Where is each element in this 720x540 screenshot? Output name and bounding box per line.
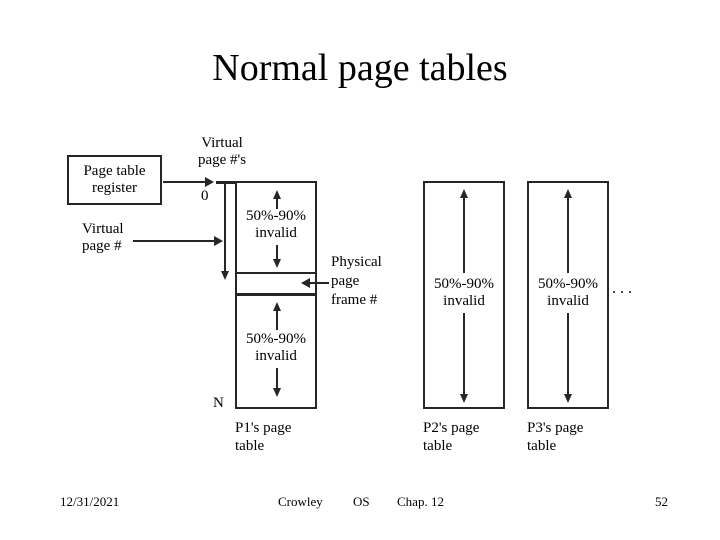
ellipsis-label: . . . bbox=[612, 280, 632, 297]
offset-arrow-head-icon bbox=[221, 271, 229, 280]
p2-down-arrow-shaft bbox=[463, 313, 465, 395]
page-table-register-label: Page table register bbox=[83, 163, 146, 196]
register-arrow-shaft bbox=[163, 181, 206, 183]
footer-slide-number: 52 bbox=[655, 494, 668, 509]
footer-chapter: Chap. 12 bbox=[397, 494, 444, 509]
footer-author: Crowley bbox=[278, 494, 323, 509]
register-arrow-head-icon bbox=[205, 177, 214, 187]
p1-upper-down-arrow-shaft bbox=[276, 245, 278, 259]
virtual-page-arrow-head-icon bbox=[214, 236, 223, 246]
p2-up-arrow-shaft bbox=[463, 197, 465, 273]
footer-date: 12/31/2021 bbox=[60, 494, 120, 509]
p3-down-arrow-head-icon bbox=[564, 394, 572, 403]
footer-course: OS bbox=[353, 494, 370, 509]
virtual-page-numbers-label: Virtual page #'s bbox=[197, 135, 247, 168]
p3-up-arrow-head-icon bbox=[564, 189, 572, 198]
physical-frame-arrow-shaft bbox=[310, 282, 329, 284]
p1-row-bottom-line bbox=[237, 293, 315, 296]
p3-down-arrow-shaft bbox=[567, 313, 569, 395]
p3-invalid-label: 50%-90% invalid bbox=[538, 276, 598, 309]
p1-row-top-line bbox=[237, 272, 315, 274]
page-table-register-box: Page table register bbox=[67, 155, 162, 205]
p1-upper-down-arrow-head-icon bbox=[273, 259, 281, 268]
offset-arrow-shaft bbox=[224, 183, 226, 272]
index-zero-label: 0 bbox=[201, 188, 209, 204]
p2-up-arrow-head-icon bbox=[460, 189, 468, 198]
p1-upper-up-arrow-head-icon bbox=[273, 190, 281, 199]
p2-caption: P2's page table bbox=[423, 420, 480, 454]
physical-frame-arrow-head-icon bbox=[301, 278, 310, 288]
p2-page-table: 50%-90% invalid bbox=[423, 181, 505, 409]
p1-lower-down-arrow-shaft bbox=[276, 368, 278, 389]
p1-page-table: 50%-90% invalid 50%-90% invalid bbox=[235, 181, 317, 409]
p1-lower-up-arrow-shaft bbox=[276, 310, 278, 330]
p3-up-arrow-shaft bbox=[567, 197, 569, 273]
p1-lower-up-arrow-head-icon bbox=[273, 302, 281, 311]
p1-upper-invalid-label: 50%-90% invalid bbox=[246, 208, 306, 241]
virtual-page-number-label: Virtual page # bbox=[82, 221, 124, 254]
p1-upper-up-arrow-shaft bbox=[276, 198, 278, 209]
p1-lower-invalid-label: 50%-90% invalid bbox=[246, 331, 306, 364]
virtual-page-arrow-shaft bbox=[133, 240, 215, 242]
table1-top-lip bbox=[216, 181, 236, 184]
physical-page-frame-label: Physical page frame # bbox=[331, 254, 382, 308]
p3-caption: P3's page table bbox=[527, 420, 584, 454]
p2-down-arrow-head-icon bbox=[460, 394, 468, 403]
p1-lower-down-arrow-head-icon bbox=[273, 388, 281, 397]
p2-invalid-label: 50%-90% invalid bbox=[434, 276, 494, 309]
p3-page-table: 50%-90% invalid bbox=[527, 181, 609, 409]
p1-caption: P1's page table bbox=[235, 420, 292, 454]
index-n-label: N bbox=[213, 395, 224, 411]
page-title: Normal page tables bbox=[212, 47, 508, 89]
